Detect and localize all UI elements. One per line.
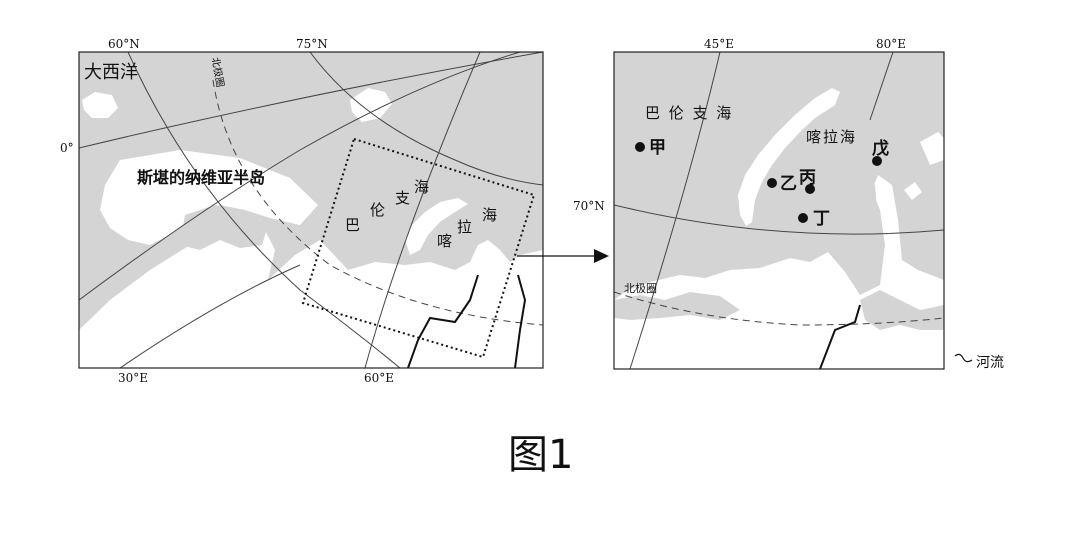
point-ding-marker (798, 213, 808, 223)
left-novaya-zemlya (405, 198, 468, 255)
legend: 河流 (954, 353, 1004, 371)
right-novaya-zemlya (738, 88, 840, 226)
atlantic-label: 大西洋 (84, 62, 138, 83)
river-legend-icon (954, 353, 973, 363)
right-island-2 (904, 182, 922, 200)
point-wu-marker (872, 156, 882, 166)
right-island-1 (920, 132, 944, 165)
left-graticule (79, 52, 543, 368)
left-map-frame (78, 51, 544, 369)
left-river-2 (514, 274, 527, 368)
point-wu-label: 戊 (872, 138, 889, 159)
left-lat-75: 75°N (296, 37, 328, 51)
right-arctic-circle-label: 北极圈 (624, 281, 657, 295)
inset-box (301, 137, 536, 359)
left-iceland (82, 92, 118, 118)
left-lon-30: 30°E (118, 371, 148, 385)
left-svalbard (350, 88, 392, 122)
kara-char-1: 喀 (437, 232, 454, 250)
point-jia-marker (635, 142, 645, 152)
right-lon-45: 45°E (704, 37, 734, 51)
barents-char-3: 支 (395, 189, 412, 207)
river-legend-label: 河流 (976, 355, 1004, 371)
peninsula-label: 斯堪的纳维亚半岛 (137, 168, 265, 187)
point-bing-label: 丙 (799, 168, 816, 188)
barents-char-4: 海 (414, 178, 431, 196)
inset-arrow-head (594, 249, 609, 263)
right-yamal (846, 175, 878, 270)
right-map-frame (613, 51, 945, 370)
kara-char-2: 拉 (457, 218, 474, 236)
figure-caption: 图1 (508, 432, 573, 478)
right-lat-70: 70°N (573, 199, 605, 213)
right-river (819, 304, 861, 369)
left-lon-60: 60°E (364, 371, 394, 385)
left-lon-0: 0° (60, 141, 74, 155)
left-baltic (180, 205, 268, 250)
point-bing-marker (805, 184, 815, 194)
left-lat-60: 60°N (108, 37, 140, 51)
barents-char-2: 伦 (370, 201, 387, 219)
left-mainland-white (79, 215, 543, 368)
point-yi-label: 乙 (780, 174, 797, 194)
right-lon-80: 80°E (876, 37, 906, 51)
left-yamal (470, 240, 510, 275)
point-jia-label: 甲 (649, 138, 666, 158)
right-mainland (614, 175, 944, 369)
right-graticule (614, 52, 944, 369)
barents-char-1: 巴 (345, 216, 362, 234)
left-scandinavia (100, 150, 318, 245)
right-kara-label: 喀拉海 (806, 128, 857, 146)
right-arctic-circle (614, 291, 944, 326)
point-ding-label: 丁 (813, 209, 830, 229)
kara-char-3: 海 (482, 206, 499, 224)
right-barents-label: 巴 伦 支 海 (645, 104, 733, 122)
right-lowland-1 (614, 292, 740, 320)
left-arctic-circle (212, 79, 543, 326)
left-map: 60°N 75°N 0° 30°E 60°E 大西洋 斯堪的纳维亚半岛 北极圈 … (60, 37, 609, 385)
right-map: 45°E 80°E 70°N 巴 伦 支 海 喀拉海 北极圈 甲 乙 丙 丁 戊 (573, 37, 945, 370)
left-river (407, 274, 479, 368)
point-yi-marker (767, 178, 777, 188)
